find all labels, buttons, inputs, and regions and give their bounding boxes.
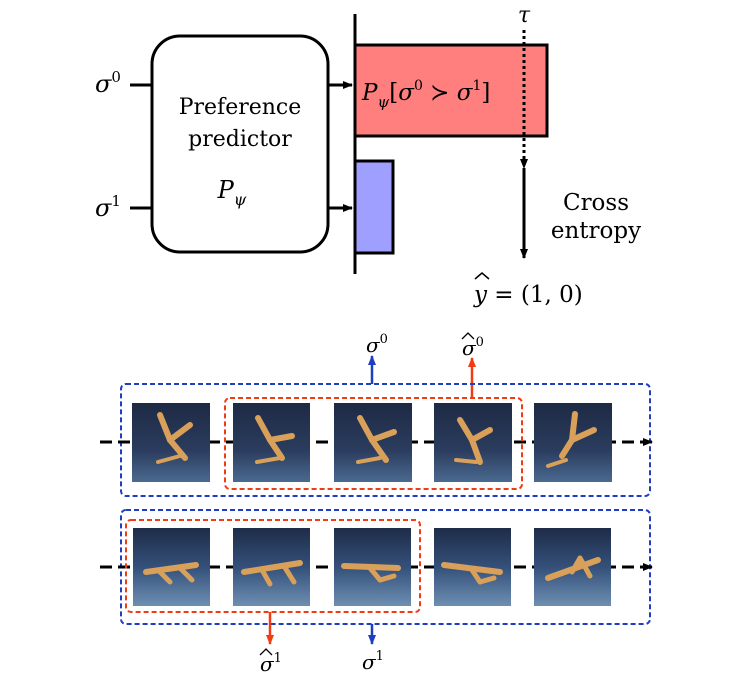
- predictor-symbol: Pψ: [217, 176, 247, 209]
- trajectory1-frame-2: [233, 528, 310, 606]
- target-hat: [474, 272, 490, 280]
- predictor-title-line1: Preference: [179, 95, 302, 120]
- sub-segment1-box: [125, 519, 421, 613]
- svg-text:σ1: σ1: [260, 651, 282, 676]
- predictor-section: σ0 σ1 Preference predictor Pψ Pψ[σ0 ≻ σ1…: [95, 3, 641, 308]
- trajectory1-frames: [133, 528, 611, 606]
- trajectories-section: σ0 σ0: [100, 332, 653, 676]
- trajectory0-frame-3: [334, 403, 412, 482]
- trajectory1-frame-3: [334, 528, 411, 606]
- input-sigma1-label: σ1: [95, 192, 121, 222]
- predictor-title-line2: predictor: [188, 127, 292, 152]
- trajectory1-frame-5: [534, 528, 611, 606]
- svg-text:σ0: σ0: [462, 335, 484, 360]
- segment-sigma0-label: σ0: [366, 332, 388, 357]
- cross-entropy-label-line1: Cross: [563, 190, 629, 216]
- probability-label: Pψ[σ0 ≻ σ1]: [361, 78, 490, 111]
- tau-label: τ: [518, 3, 531, 28]
- trajectory0-frame-5: [534, 403, 612, 482]
- segment-hat-sigma0-label: σ0: [461, 332, 484, 360]
- input-sigma0-label: σ0: [95, 68, 121, 98]
- target-label: y = (1, 0): [473, 272, 583, 308]
- preference-predictor-box: [150, 34, 330, 254]
- segment-hat-sigma1-label: σ1: [259, 648, 282, 676]
- trajectory1-frame-1: [133, 528, 210, 606]
- svg-text:y = (1, 0): y = (1, 0): [473, 282, 583, 308]
- trajectory1-frame-4: [434, 528, 511, 606]
- trajectory0-frame-4: [434, 403, 512, 482]
- trajectory0-frame-2: [233, 403, 310, 482]
- trajectory0-frame-1: [132, 403, 210, 482]
- trajectory0-frames: [132, 403, 612, 482]
- cross-entropy-label-line2: entropy: [551, 218, 641, 244]
- preference-bar-sigma1: [353, 159, 395, 255]
- segment-sigma1-label: σ1: [362, 649, 384, 674]
